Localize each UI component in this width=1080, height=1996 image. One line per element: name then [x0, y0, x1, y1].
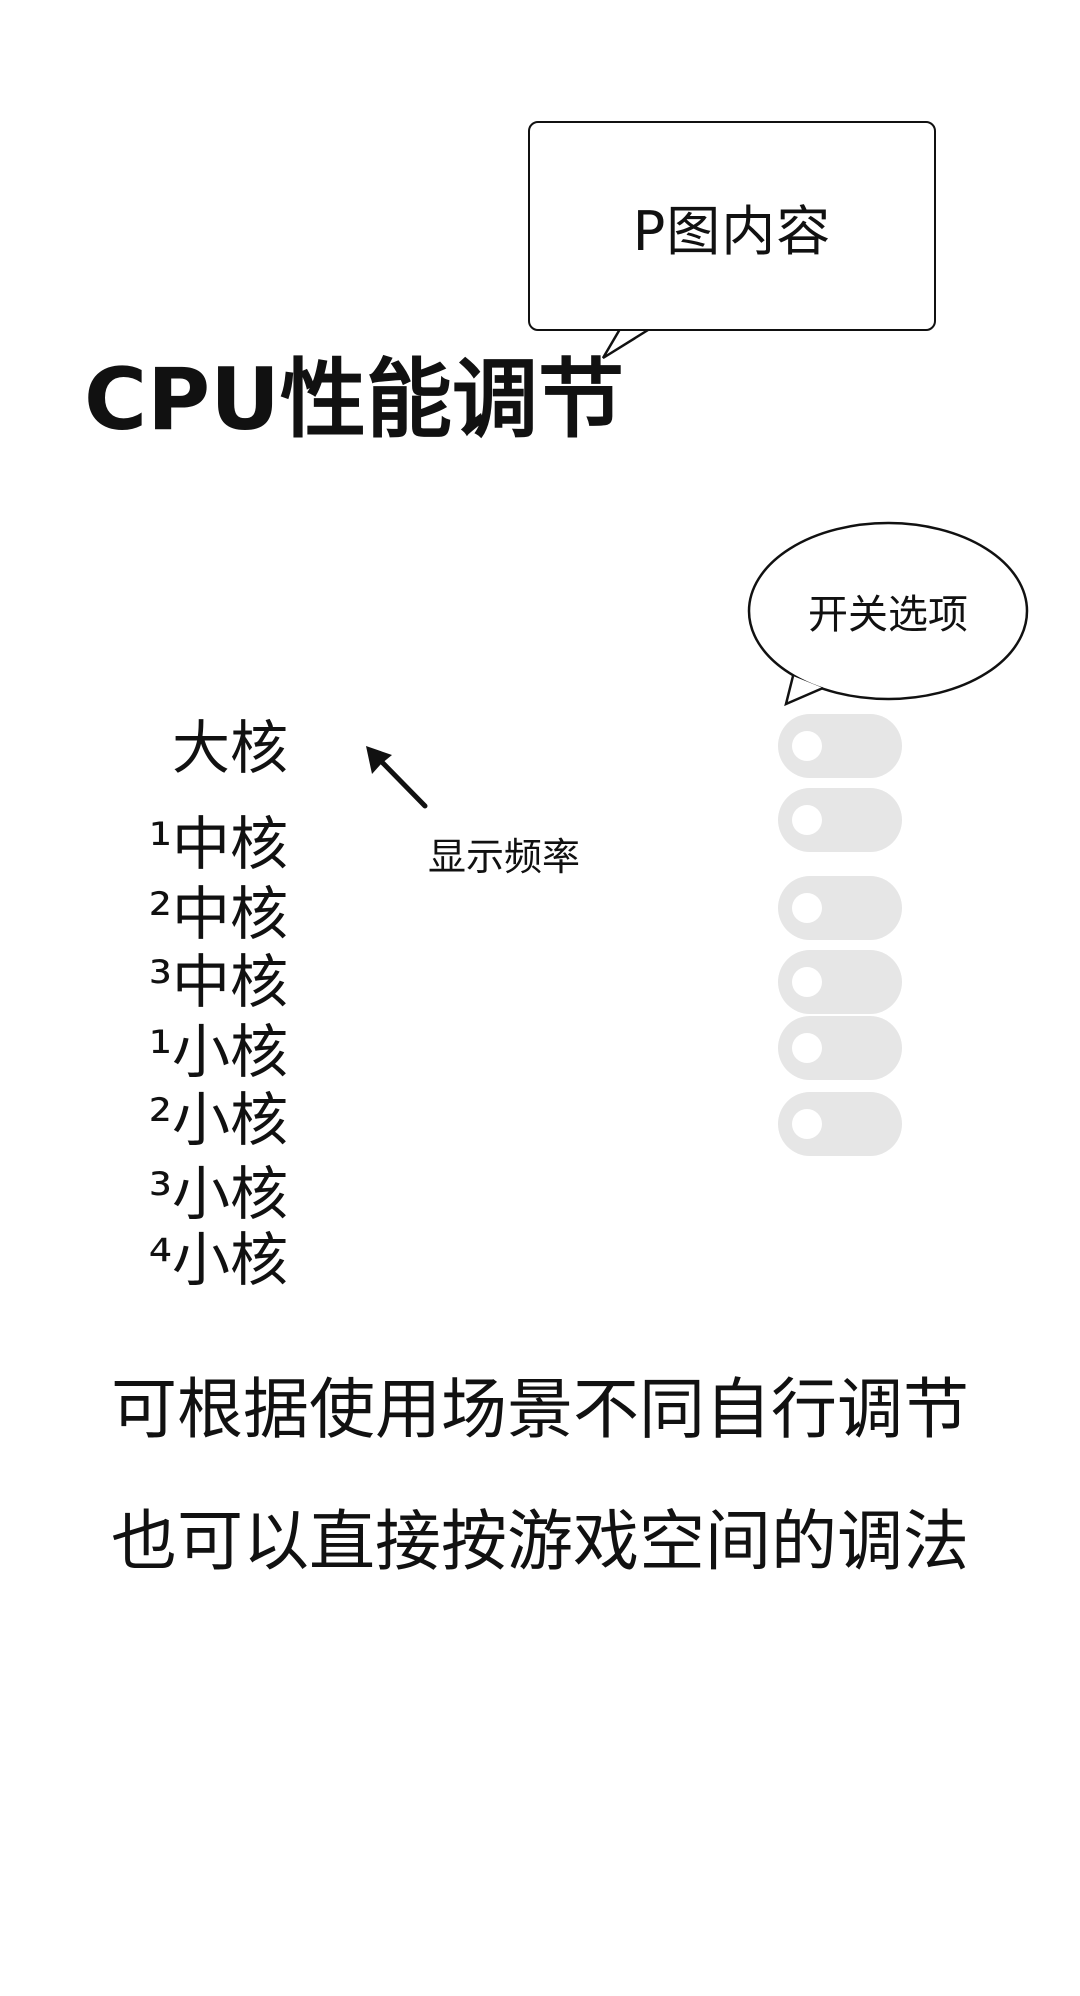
callout-switch-bubble	[747, 521, 1029, 707]
toggle-switch-5[interactable]	[778, 1016, 902, 1080]
toggle-switch-3[interactable]	[778, 876, 902, 940]
toggle-switch-2[interactable]	[778, 788, 902, 852]
core-label-mid-3: ³中核	[148, 948, 288, 1016]
core-label-little-1: ¹小核	[148, 1018, 288, 1086]
toggle-knob	[792, 967, 822, 997]
core-label-mid-1: ¹中核	[148, 810, 288, 878]
core-label-little-3: ³小核	[148, 1160, 288, 1228]
toggle-knob	[792, 893, 822, 923]
toggle-knob	[792, 731, 822, 761]
core-label-little-2: ²小核	[148, 1086, 288, 1154]
callout-edit-bubble	[528, 121, 936, 331]
description-line-1: 可根据使用场景不同自行调节	[111, 1371, 969, 1448]
core-label-mid-2: ²中核	[148, 880, 288, 948]
description-line-2: 也可以直接按游戏空间的调法	[111, 1503, 969, 1580]
callout-edit-tail	[601, 328, 649, 360]
toggle-switch-4[interactable]	[778, 950, 902, 1014]
callout-edit-text: P图内容	[632, 199, 832, 263]
page-title: CPU性能调节	[84, 350, 624, 450]
toggle-knob	[792, 1109, 822, 1139]
annotation-label: 显示频率	[428, 835, 581, 879]
callout-switch-text: 开关选项	[808, 592, 968, 638]
toggle-knob	[792, 805, 822, 835]
toggle-switch-1[interactable]	[778, 714, 902, 778]
core-label-big: 大核	[171, 714, 288, 782]
toggle-knob	[792, 1033, 822, 1063]
toggle-switch-6[interactable]	[778, 1092, 902, 1156]
annotation-arrow-icon	[366, 746, 428, 809]
core-list: 大核 ¹中核 ²中核 ³中核 ¹小核 ²小核 ³小核 ⁴小核	[28, 0, 288, 1996]
core-label-little-4: ⁴小核	[148, 1226, 288, 1294]
